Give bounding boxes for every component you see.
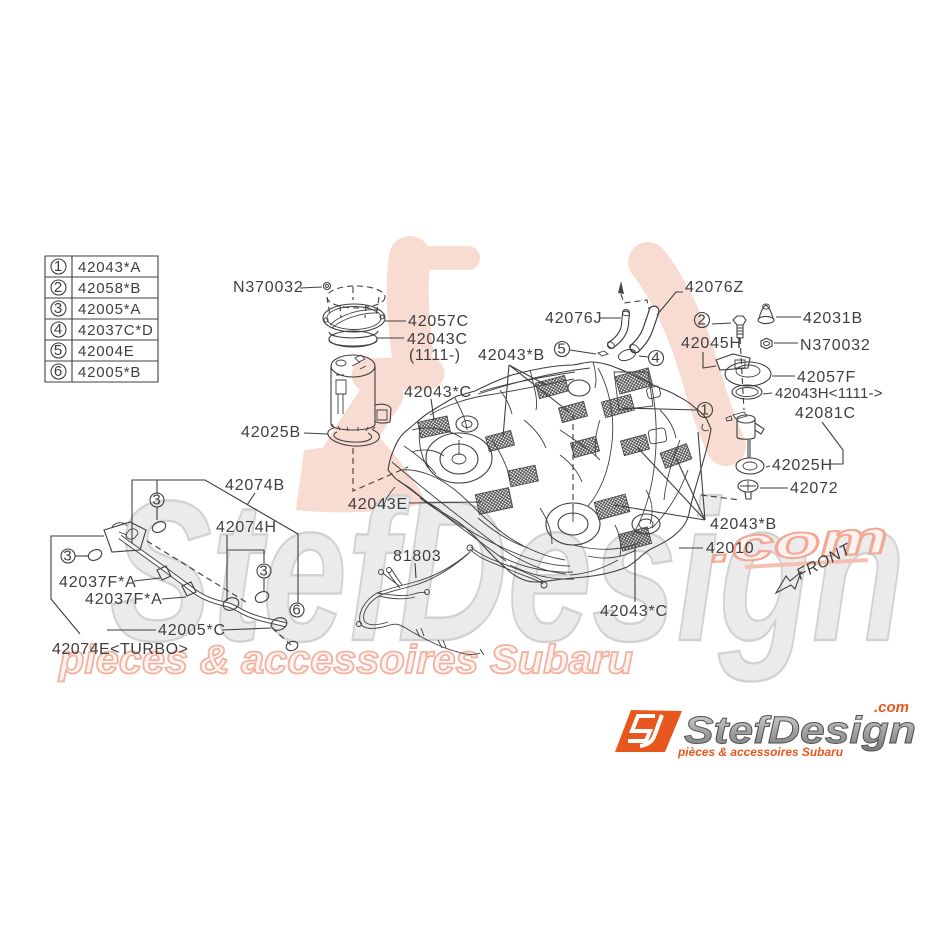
svg-text:42081C: 42081C xyxy=(795,405,856,422)
svg-text:42037F*A: 42037F*A xyxy=(59,574,137,591)
svg-text:3: 3 xyxy=(54,300,63,317)
svg-text:2: 2 xyxy=(697,312,706,329)
svg-text:42043H<1111->: 42043H<1111-> xyxy=(775,385,883,402)
svg-text:5: 5 xyxy=(557,341,566,358)
svg-text:3: 3 xyxy=(63,548,72,565)
svg-text:6: 6 xyxy=(292,602,301,619)
svg-text:42043E: 42043E xyxy=(348,496,408,513)
svg-text:42057C: 42057C xyxy=(408,313,469,330)
svg-text:81803: 81803 xyxy=(393,548,442,565)
svg-text:3: 3 xyxy=(152,492,161,509)
svg-text:4: 4 xyxy=(651,350,660,367)
svg-text:42025H: 42025H xyxy=(772,457,833,474)
svg-text:42005*C: 42005*C xyxy=(158,622,226,639)
svg-text:42076Z: 42076Z xyxy=(685,279,744,296)
svg-text:3: 3 xyxy=(259,563,268,580)
svg-text:42005*A: 42005*A xyxy=(78,301,141,318)
svg-text:5: 5 xyxy=(54,342,63,359)
svg-text:42043*A: 42043*A xyxy=(78,259,141,276)
svg-text:pieces & accessoires Subaru: pieces & accessoires Subaru xyxy=(58,638,633,682)
svg-text:42074E<TURBO>: 42074E<TURBO> xyxy=(52,641,188,658)
svg-text:StefDesign: StefDesign xyxy=(684,710,916,752)
svg-text:42010: 42010 xyxy=(706,540,755,557)
svg-text:42004E: 42004E xyxy=(78,343,135,360)
svg-text:(1111-): (1111-) xyxy=(409,347,461,364)
svg-text:1: 1 xyxy=(700,402,709,419)
svg-text:6: 6 xyxy=(54,363,63,380)
svg-text:42045H: 42045H xyxy=(681,335,742,352)
svg-text:42072: 42072 xyxy=(790,480,839,497)
svg-text:42005*B: 42005*B xyxy=(78,364,141,381)
svg-text:2: 2 xyxy=(54,279,63,296)
svg-text:42043*B: 42043*B xyxy=(710,516,777,533)
svg-text:42057F: 42057F xyxy=(797,369,856,386)
svg-text:42076J: 42076J xyxy=(545,310,602,327)
svg-text:N370032: N370032 xyxy=(233,279,304,296)
svg-text:42025B: 42025B xyxy=(241,424,301,441)
svg-text:.com: .com xyxy=(874,699,909,716)
svg-text:N370032: N370032 xyxy=(800,337,871,354)
svg-text:42043*C: 42043*C xyxy=(404,384,472,401)
svg-text:42043C: 42043C xyxy=(407,331,468,348)
svg-text:1: 1 xyxy=(54,258,63,275)
svg-text:.com: .com xyxy=(709,511,889,572)
svg-text:42037F*A: 42037F*A xyxy=(85,591,163,608)
svg-text:42074H: 42074H xyxy=(216,519,277,536)
svg-text:42058*B: 42058*B xyxy=(78,280,141,297)
svg-text:42074B: 42074B xyxy=(225,477,285,494)
svg-text:42031B: 42031B xyxy=(803,310,863,327)
svg-text:42043*B: 42043*B xyxy=(478,347,545,364)
svg-text:pièces & accessoires Subaru: pièces & accessoires Subaru xyxy=(677,745,844,759)
svg-text:4: 4 xyxy=(54,321,63,338)
svg-text:42043*C: 42043*C xyxy=(600,603,668,620)
svg-text:42037C*D: 42037C*D xyxy=(78,322,154,339)
